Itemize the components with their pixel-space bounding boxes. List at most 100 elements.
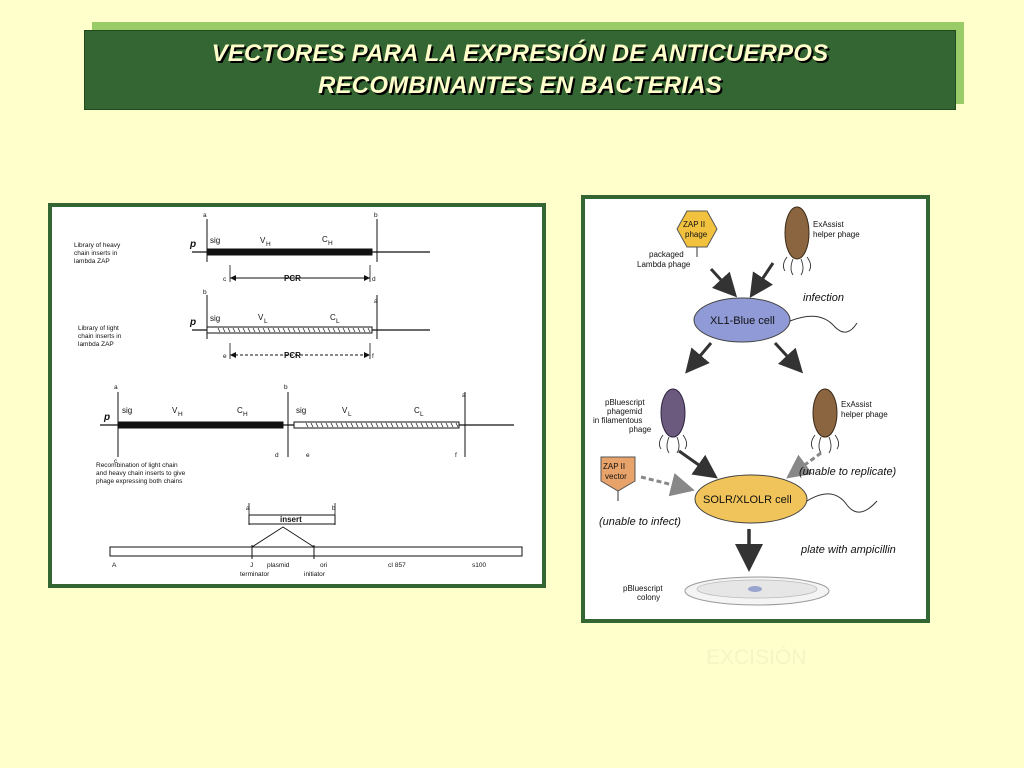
hatch-mark (232, 327, 236, 333)
exassist-top-text-1: ExAssist (813, 220, 844, 229)
combined-vl-label: V (342, 406, 348, 415)
ori-label: ori (320, 562, 327, 569)
excision-caption: EXCISIÓN (706, 646, 807, 669)
insert-site-b-label: b (332, 505, 336, 512)
combined-light-hatching (305, 422, 459, 428)
combined-site-a-label: a (114, 384, 118, 391)
phagemid-text-2: phagemid (607, 407, 642, 416)
heavy-library-label-3: lambda ZAP (74, 258, 110, 265)
hatch-mark (390, 422, 394, 428)
unable-replicate-label: (unable to replicate) (799, 466, 897, 478)
heavy-promoter-label: p (189, 239, 196, 250)
hatch-mark (325, 422, 329, 428)
hatch-mark (297, 327, 301, 333)
heavy-library-label-2: chain inserts in (74, 250, 118, 257)
light-chain-hatching (217, 327, 371, 333)
hatch-mark (355, 422, 359, 428)
ci857-label: cI 857 (388, 562, 406, 569)
exassist-phage-mid (812, 388, 838, 438)
lambda-J-label: J (250, 562, 253, 569)
xl1-pilus (789, 315, 858, 333)
hatch-mark (395, 422, 399, 428)
hatch-mark (345, 422, 349, 428)
hatch-mark (292, 327, 296, 333)
hatch-mark (315, 422, 319, 428)
hatch-mark (242, 327, 246, 333)
hatch-mark (252, 327, 256, 333)
light-library-label-2: chain inserts in (78, 333, 122, 340)
solr-cell-label: SOLR/XLOLR cell (703, 494, 792, 506)
hatch-mark (227, 327, 231, 333)
hatch-mark (305, 422, 309, 428)
light-sig-label: sig (210, 314, 220, 323)
hatch-mark (310, 422, 314, 428)
unable-infect-label: (unable to infect) (599, 516, 681, 528)
excision-flowchart-svg: ZAP II phage packaged Lambda phage ExAss… (593, 206, 897, 606)
plate-ampicillin-label: plate with ampicillin (800, 544, 896, 556)
hatch-mark (410, 422, 414, 428)
excision-flowchart: ZAP II phage packaged Lambda phage ExAss… (581, 195, 930, 623)
hatch-mark (415, 422, 419, 428)
terminator-label: terminator (240, 571, 270, 578)
light-site-e-label: e (223, 353, 227, 360)
zap-ii-vector-shape (600, 456, 636, 492)
combined-site-e-label: e (306, 452, 310, 459)
hatch-mark (405, 422, 409, 428)
heavy-site-b-label: b (374, 212, 378, 219)
light-site-b-label: b (203, 289, 207, 296)
combined-light-insert (293, 421, 460, 429)
zap-phage-text-1: ZAP II (683, 220, 705, 229)
heavy-sig-label: sig (210, 236, 220, 245)
light-site-f-label: f (372, 353, 374, 360)
insert-site-a-label: a (246, 505, 250, 512)
combined-cl-sub: L (420, 411, 424, 418)
title-line-2: RECOMBINANTES EN BACTERIAS (318, 72, 722, 99)
solr-pilus (806, 493, 878, 513)
light-cl-sub: L (336, 318, 340, 325)
hatch-mark (320, 422, 324, 428)
combined-site-a2-label: a (462, 392, 466, 399)
exassist-top-text-2: helper phage (813, 230, 860, 239)
heavy-chain-insert (206, 248, 373, 256)
hatch-mark (217, 327, 221, 333)
phagemid-text-4: phage (629, 425, 652, 434)
hatch-mark (277, 327, 281, 333)
combined-site-d-label: d (275, 452, 279, 459)
hatch-mark (287, 327, 291, 333)
light-cl-label: C (330, 313, 336, 322)
colony-spot (748, 586, 762, 592)
heavy-site-a-label: a (203, 212, 207, 219)
heavy-vh-label: V (260, 236, 266, 245)
plasmid-label: plasmid (267, 562, 290, 569)
title-line-1: VECTORES PARA LA EXPRESIÓN DE ANTICUERPO… (211, 40, 829, 67)
combined-sig2-label: sig (296, 406, 306, 415)
light-library-label-1: Library of light (78, 325, 119, 332)
hatch-mark (367, 327, 371, 333)
hatch-mark (337, 327, 341, 333)
solr-xlolr-cell (694, 474, 808, 524)
heavy-ch-label: C (322, 235, 328, 244)
hatch-mark (340, 422, 344, 428)
hatch-mark (330, 422, 334, 428)
exassist-phage-top (784, 206, 810, 260)
zap-phage-text-2: phage (685, 230, 708, 239)
hatch-mark (342, 327, 346, 333)
xl1-blue-cell (693, 297, 791, 343)
hatch-mark (375, 422, 379, 428)
lambda-map-bar (109, 546, 523, 557)
heavy-library-label-1: Library of heavy (74, 242, 121, 249)
infection-label: infection (803, 292, 844, 304)
light-chain-insert (206, 326, 373, 334)
colony-label-2: colony (637, 593, 660, 602)
hatch-mark (247, 327, 251, 333)
hatch-mark (385, 422, 389, 428)
hatch-mark (317, 327, 321, 333)
hatch-mark (307, 327, 311, 333)
phagemid-text-1: pBluescript (605, 398, 645, 407)
hatch-mark (272, 327, 276, 333)
zap-vector-text-1: ZAP II (603, 462, 625, 471)
exassist-mid-text-2: helper phage (841, 410, 888, 419)
combined-sig-label: sig (122, 406, 132, 415)
hatch-mark (302, 327, 306, 333)
light-vl-sub: L (264, 318, 268, 325)
